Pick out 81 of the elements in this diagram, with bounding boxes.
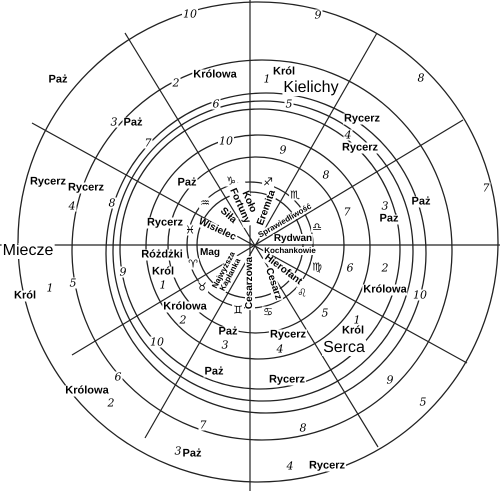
card-label: Królowa [192,70,238,80]
card-label: Rycerz [66,182,106,194]
card-label: Paż [122,118,144,128]
number-label: 7 [342,206,352,218]
number-label: 9 [314,10,322,20]
zodiac-sign: ♏ [289,190,301,200]
number-label: 6 [212,98,220,110]
number-label: 1 [262,74,272,84]
number-label: 4 [286,460,294,472]
number-label: 7 [198,420,208,430]
number-label: 8 [108,198,116,208]
number-label: 3 [110,116,118,128]
number-label: 2 [106,398,116,408]
card-label: Rycerz [342,114,382,124]
card-label: Paż [204,366,224,378]
number-label: 9 [386,374,394,386]
zodiac-sign: ♎ [311,222,323,232]
number-label: 4 [344,130,352,140]
zodiac-sign: ♉ [196,282,208,292]
number-label: 3 [380,200,390,212]
card-label: Król [341,326,365,336]
number-label: 2 [172,78,180,88]
number-label: 10 [412,290,428,300]
zodiac-sign: ♊ [232,304,244,316]
card-label: Paż [48,74,68,86]
card-label: Paż [410,196,432,208]
suit-label: Miecze [2,243,54,259]
card-label: Król [151,266,175,278]
zodiac-sign: ♒ [199,198,211,208]
card-label: Różdżki [140,250,184,260]
number-label: 4 [68,200,76,212]
number-label: 1 [46,282,54,294]
card-label: Król [272,66,296,78]
number-label: 6 [346,262,354,274]
card-label: Rycerz [28,176,68,188]
number-label: 1 [352,314,362,326]
card-label: Paż [218,326,238,338]
arcana-label: Cesarzowa [245,256,255,310]
zodiac-sign: ♐ [262,176,274,188]
number-label: 5 [68,278,78,288]
number-label: 6 [114,372,122,382]
card-label: Paż [182,448,202,460]
card-label: Rycerz [146,218,184,228]
card-label: Rycerz [268,330,308,340]
number-label: 1 [158,280,168,290]
number-label: 5 [418,396,428,408]
number-label: 7 [482,182,490,194]
suit-label: Kielichy [282,80,340,96]
card-label: Królowa [162,302,208,312]
number-label: 8 [298,422,308,434]
card-label: Królowa [362,284,408,296]
number-label: 10 [149,336,165,348]
number-label: 2 [178,314,188,326]
number-label: 10 [182,8,198,20]
zodiac-sign: ♋ [262,306,274,318]
zodiac-sign: ♑ [225,176,237,186]
number-label: 9 [118,266,128,278]
number-label: 3 [174,446,182,456]
card-label: Rycerz [340,142,380,154]
zodiac-sign: ♈ [187,258,199,270]
number-label: 5 [284,98,294,110]
arcana-label: Kochankowie [263,247,317,255]
number-label: 10 [218,136,234,146]
card-label: Król [13,290,37,302]
card-label: Paż [378,214,400,224]
number-label: 8 [416,72,426,84]
suit-label: Serca [322,340,366,356]
number-label: 8 [322,170,330,180]
number-label: 3 [220,340,230,350]
zodiac-sign: ♍ [311,262,323,272]
card-label: Rycerz [268,374,306,386]
number-label: 9 [278,144,288,156]
number-label: 5 [320,308,330,318]
zodiac-sign: ♌ [296,288,308,298]
number-label: 4 [276,344,284,354]
number-label: 2 [380,262,390,274]
number-label: 7 [144,138,152,148]
card-label: Rycerz [308,460,346,472]
card-label: Paż [176,178,198,188]
card-label: Królowa [64,386,110,396]
zodiac-sign: ♓ [184,224,196,236]
